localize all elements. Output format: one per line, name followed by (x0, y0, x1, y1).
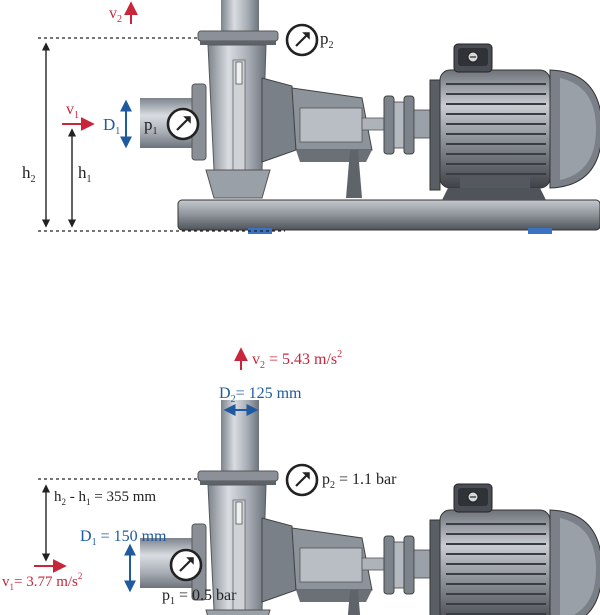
pump-assembly (139, 0, 600, 201)
pressure-gauge-icon (166, 107, 200, 141)
d1-value-label: D1 = 150 mm (80, 528, 167, 548)
p2-value-label: p2 = 1.1 bar (322, 471, 397, 491)
d2-value-label: D2= 125 mm (219, 385, 302, 405)
pressure-gauge-icon (169, 548, 203, 582)
v2-value-label: v2 = 5.43 m/s2 (252, 349, 342, 371)
base-blue-part (528, 228, 552, 234)
d1-label: D1 (103, 115, 120, 137)
h2-label: h2 (22, 163, 36, 185)
top-diagram: h2 h1 v1 D1 p1 p2 v2 (22, 0, 600, 234)
bottom-diagram: v2 = 5.43 m/s2 D2= 125 mm h2 - h1 = 355 … (2, 347, 600, 615)
v2-label: v2 (109, 5, 122, 25)
p2-label: p2 (320, 29, 334, 51)
pressure-gauge-icon (285, 23, 319, 57)
base-frame (177, 199, 600, 231)
p1-label: p1 (144, 115, 158, 137)
p1-value-label: p1 = 0.5 bar (162, 587, 237, 607)
height-difference-label: h2 - h1 = 355 mm (54, 489, 156, 507)
pump-assembly (139, 399, 600, 615)
v1-label: v1 (66, 101, 79, 121)
pressure-gauge-icon (285, 463, 319, 497)
v1-value-label: v1= 3.77 m/s2 (2, 571, 82, 592)
h1-label: h1 (78, 163, 92, 185)
